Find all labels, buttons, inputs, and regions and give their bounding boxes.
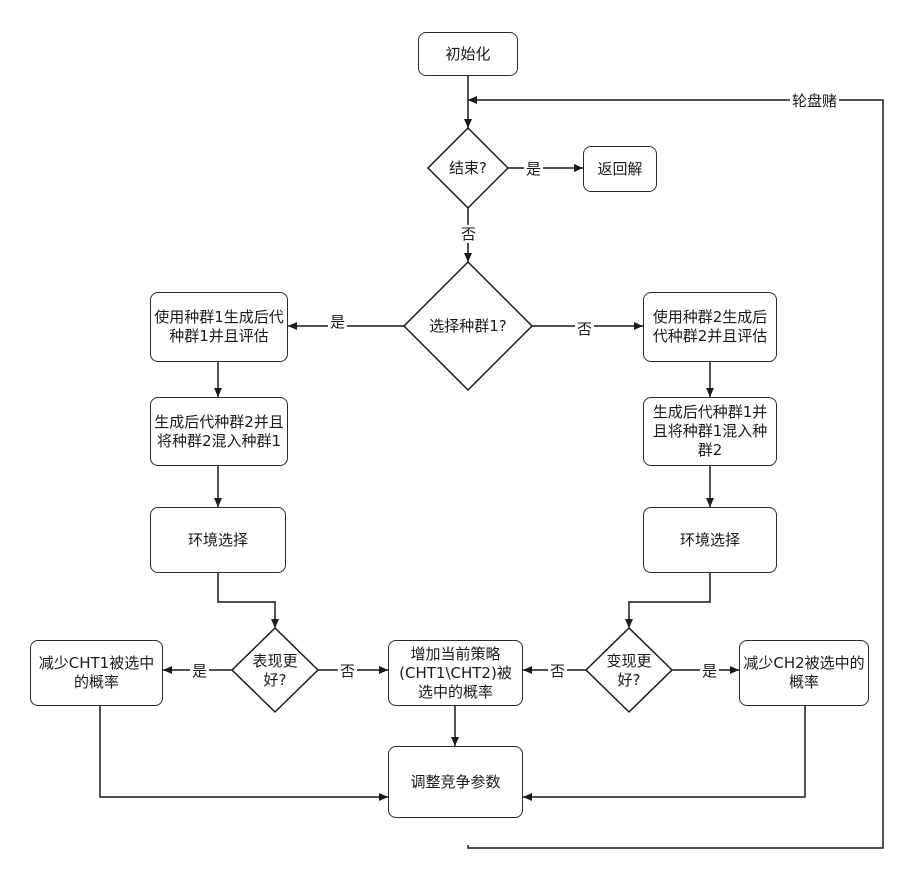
increase-current-strategy-node: 增加当前策略(CHT1\CHT2)被选中的概率 xyxy=(388,640,523,706)
left-merge-pop2-node: 生成后代种群2并且将种群2混入种群1 xyxy=(150,397,288,466)
end-no-edge-label: 否 xyxy=(459,225,478,243)
right-merge-pop1-node: 生成后代种群1并且将种群1混入种群2 xyxy=(643,397,777,466)
right-reduce-ch2-node: 减少CH2被选中的概率 xyxy=(739,640,869,706)
left-better-yes-edge-label: 是 xyxy=(190,662,209,680)
left-better-no-edge-label: 否 xyxy=(338,662,357,680)
select-no-edge-label: 否 xyxy=(575,320,594,338)
left-better-decision-label: 表现更好? xyxy=(242,651,308,691)
left-generate-offspring1-node: 使用种群1生成后代种群1并且评估 xyxy=(150,292,288,362)
select-yes-edge-label: 是 xyxy=(328,313,347,331)
right-generate-offspring2-node: 使用种群2生成后代种群2并且评估 xyxy=(643,292,777,362)
end-decision-label: 结束? xyxy=(428,158,508,178)
roulette-edge-label: 轮盘赌 xyxy=(790,92,839,110)
right-better-yes-edge-label: 是 xyxy=(700,662,719,680)
right-better-decision-label: 变现更好? xyxy=(596,651,662,691)
return-solution-node: 返回解 xyxy=(583,146,657,192)
left-env-selection-node: 环境选择 xyxy=(150,507,286,573)
left-reduce-cht1-node: 减少CHT1被选中的概率 xyxy=(30,640,163,706)
right-better-no-edge-label: 否 xyxy=(548,662,567,680)
adjust-competition-params-node: 调整竞争参数 xyxy=(388,746,523,818)
end-yes-edge-label: 是 xyxy=(524,160,543,178)
init-node: 初始化 xyxy=(418,32,518,76)
select-pop1-decision-label: 选择种群1? xyxy=(404,316,532,336)
right-env-selection-node: 环境选择 xyxy=(643,507,777,573)
